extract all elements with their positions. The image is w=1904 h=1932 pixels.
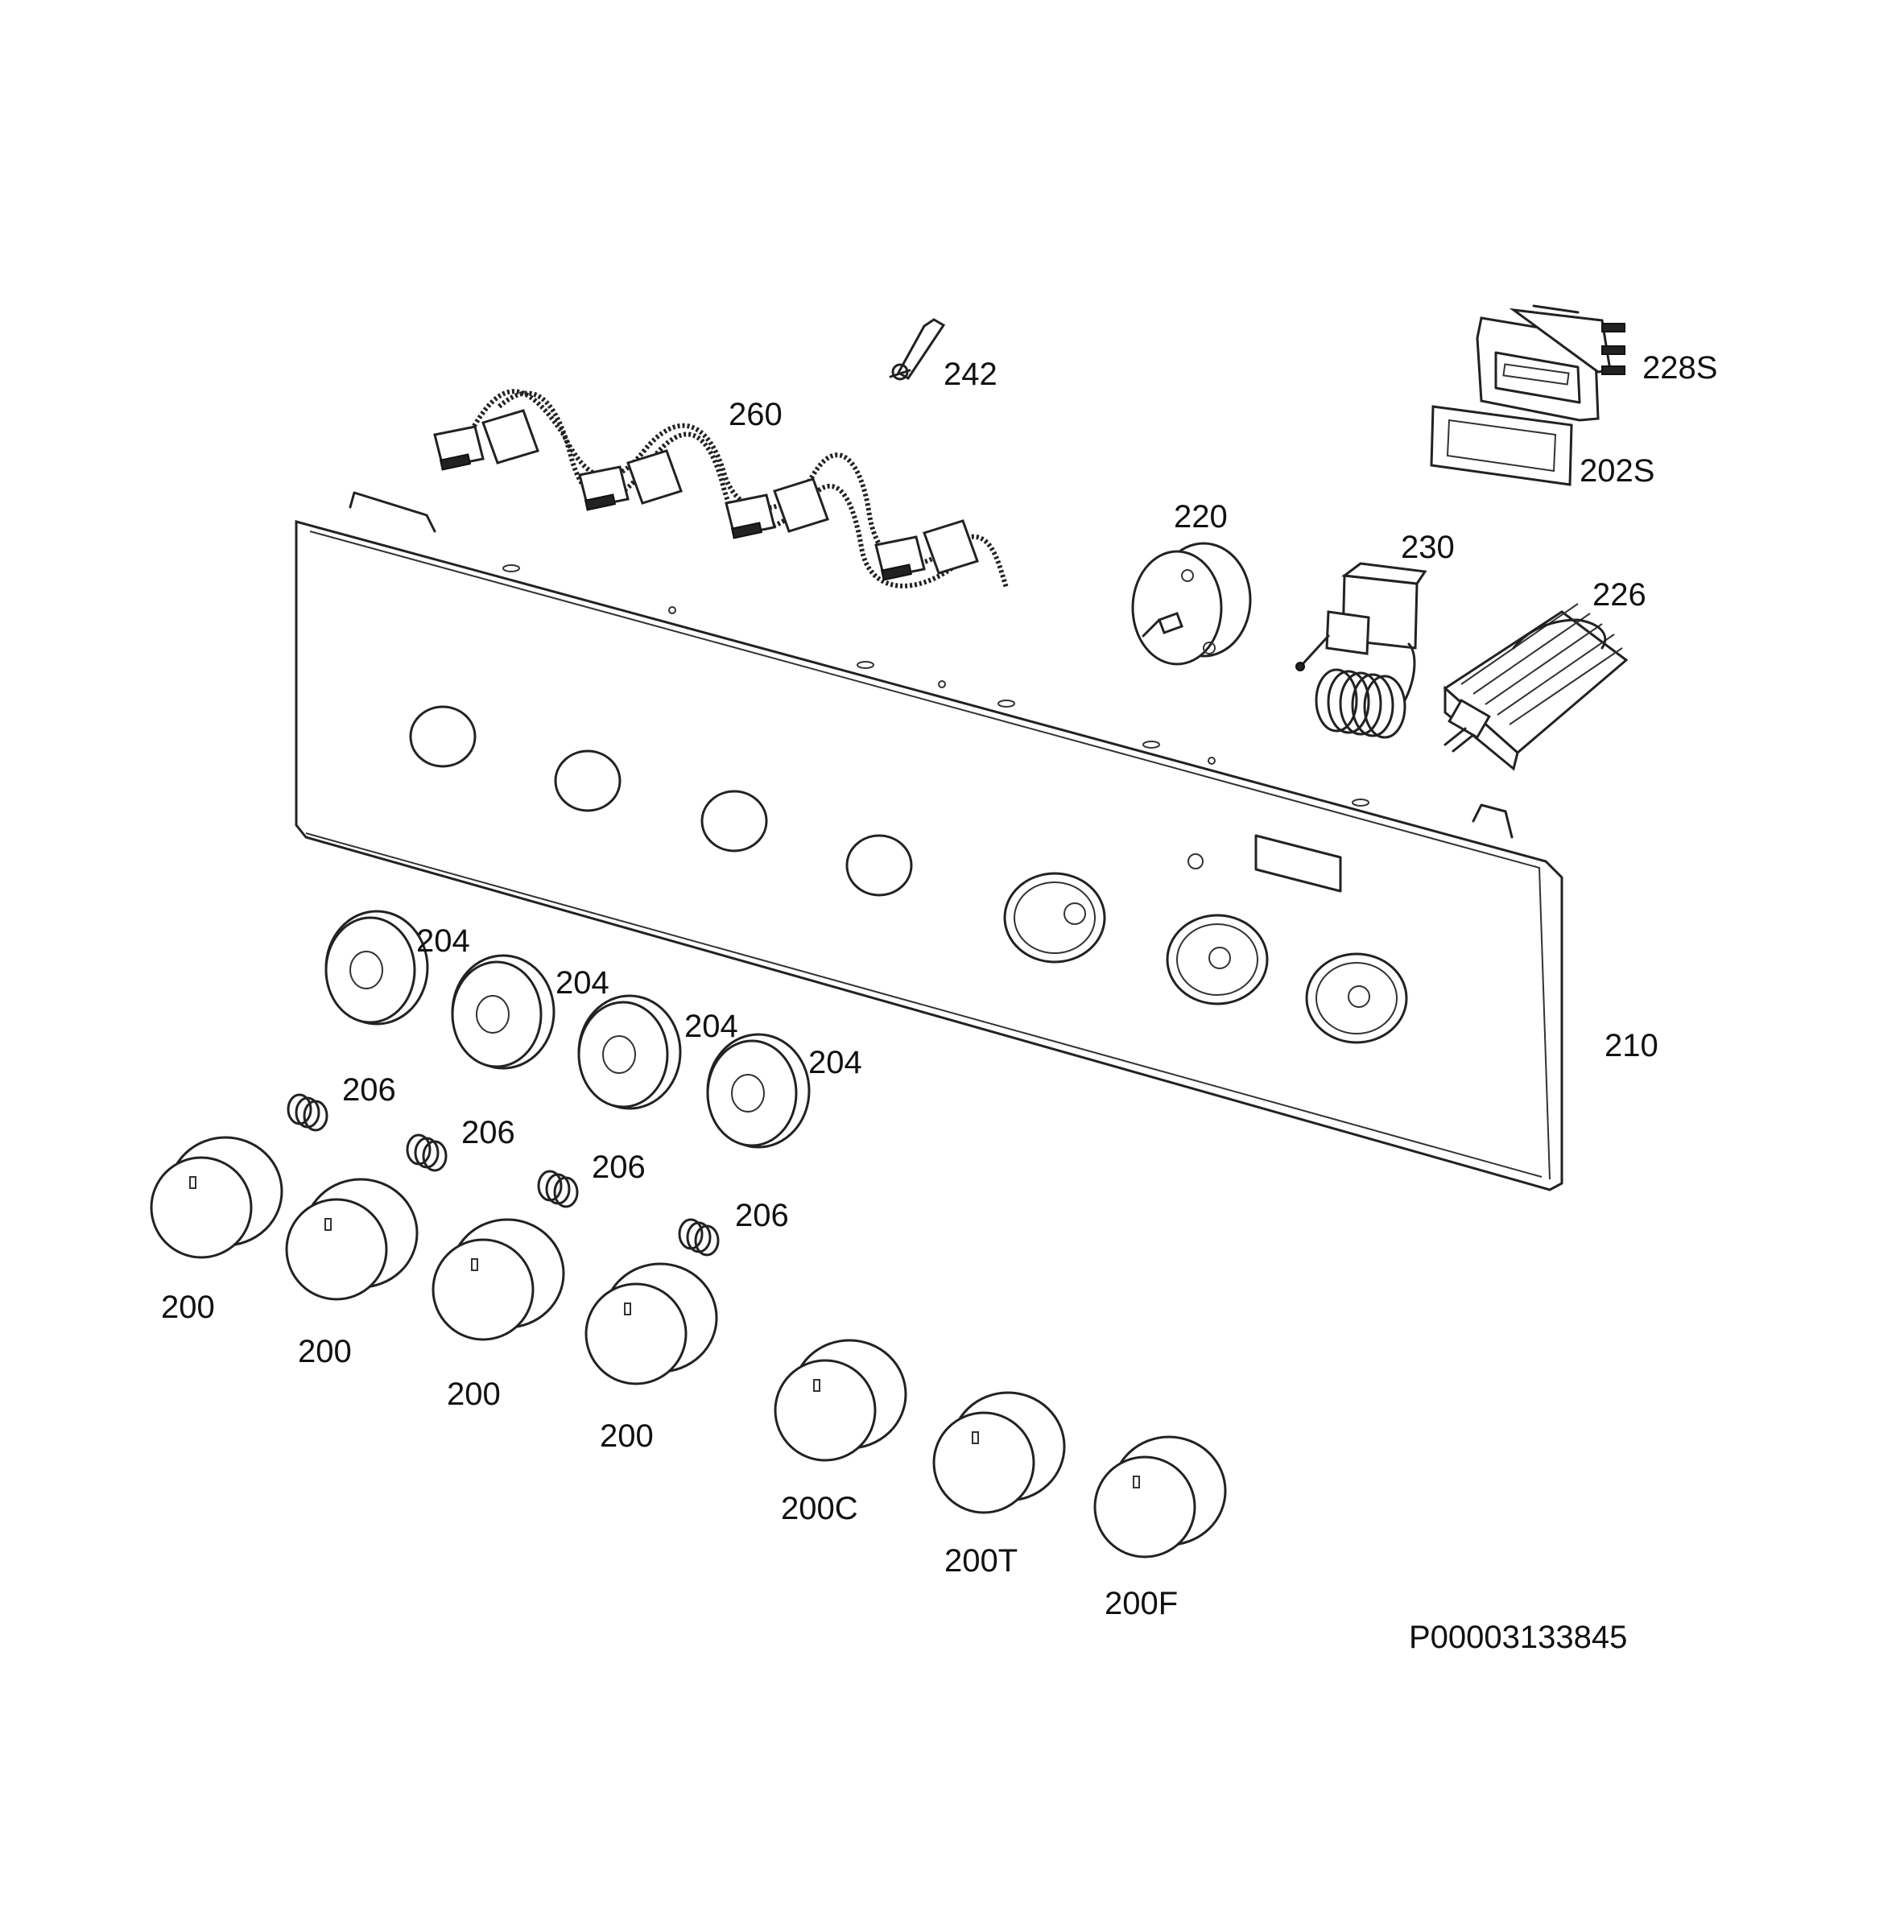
callout-242: 242	[944, 357, 997, 392]
callout-200c: 200C	[781, 1491, 858, 1526]
timer-220	[1131, 542, 1252, 666]
callout-230: 230	[1401, 530, 1455, 565]
spring-206-d	[678, 1218, 720, 1257]
gasket-202s	[1430, 405, 1573, 486]
control-knob-200c	[774, 1339, 907, 1462]
control-knob-200t	[932, 1391, 1066, 1514]
callout-204-d: 204	[808, 1045, 862, 1080]
selector-switch-226	[1443, 603, 1629, 771]
knob-bezel-204-a	[324, 910, 429, 1026]
drawing-id: P00003133845	[1409, 1620, 1628, 1655]
callout-220: 220	[1174, 499, 1228, 535]
control-knob-200-c	[432, 1218, 565, 1341]
switch-228s	[1476, 304, 1625, 422]
terminal-242	[889, 318, 946, 381]
control-knob-200-b	[285, 1178, 419, 1301]
callout-206-a: 206	[342, 1072, 396, 1108]
callout-226: 226	[1592, 577, 1646, 613]
callout-204-c: 204	[684, 1009, 738, 1044]
spring-206-a	[287, 1093, 328, 1132]
knob-bezel-204-b	[451, 954, 556, 1070]
callout-200-c: 200	[447, 1377, 501, 1412]
callout-200-b: 200	[298, 1334, 352, 1369]
spring-206-b	[406, 1133, 448, 1172]
spring-206-c	[537, 1170, 579, 1208]
callout-206-d: 206	[735, 1198, 789, 1233]
igniter-switch-4	[874, 519, 979, 581]
callout-210: 210	[1605, 1028, 1658, 1063]
callout-260: 260	[729, 397, 783, 432]
igniter-switch-3	[725, 477, 829, 539]
callout-200t: 200T	[944, 1543, 1018, 1579]
knob-bezel-204-c	[577, 994, 682, 1110]
callout-202s: 202S	[1580, 453, 1654, 489]
thermostat-230	[1295, 562, 1427, 739]
callout-200-d: 200	[600, 1418, 654, 1454]
callout-200f: 200F	[1105, 1586, 1178, 1621]
igniter-switch-2	[578, 449, 683, 511]
ignition-harness-260	[433, 389, 1009, 588]
control-panel-210	[295, 491, 1563, 1191]
igniter-switch-1	[433, 409, 539, 471]
control-knob-200-a	[150, 1136, 283, 1259]
control-knob-200-d	[584, 1262, 718, 1385]
knob-bezel-204-d	[706, 1033, 811, 1149]
callout-204-b: 204	[556, 965, 609, 1001]
control-knob-200f	[1093, 1435, 1227, 1558]
callout-204-a: 204	[416, 923, 470, 959]
callout-228s: 228S	[1642, 350, 1717, 386]
callout-200-a: 200	[161, 1290, 215, 1325]
callout-206-b: 206	[461, 1115, 515, 1150]
callout-206-c: 206	[592, 1150, 646, 1185]
